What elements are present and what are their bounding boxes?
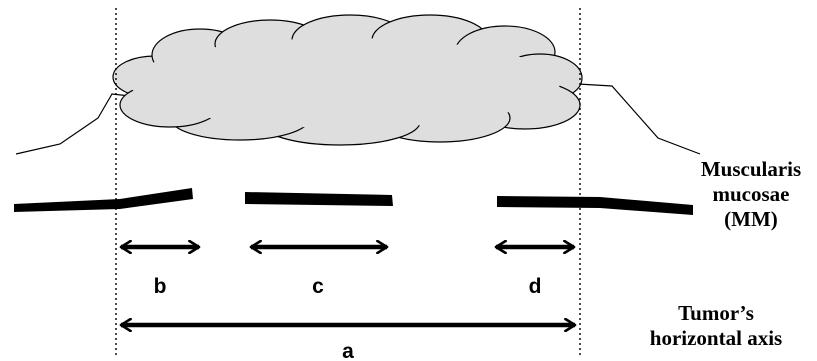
tumor-axis-label: Tumor’s horizontal axis (626, 301, 806, 351)
muscularis-line-3: (MM) (724, 207, 778, 231)
mucosa-surface-right (577, 83, 701, 155)
muscularis-segment-middle (245, 192, 393, 206)
tumor-axis-line-1: Tumor’s (678, 301, 754, 325)
muscularis-segment-left (14, 188, 193, 212)
tumor-axis-line-2: horizontal axis (649, 326, 783, 350)
muscularis-line-1: Muscularis (700, 157, 802, 181)
mucosa-surface-left (15, 93, 141, 155)
muscularis-line-2: mucosae (712, 182, 790, 206)
label-c: c (312, 275, 324, 298)
label-a: a (342, 340, 354, 361)
muscularis-mucosae-label: Muscularis mucosae (MM) (690, 157, 812, 232)
muscularis-segment-right (497, 196, 693, 215)
label-d: d (529, 275, 542, 298)
tumor-cloud-core (130, 38, 560, 128)
label-b: b (154, 275, 167, 298)
